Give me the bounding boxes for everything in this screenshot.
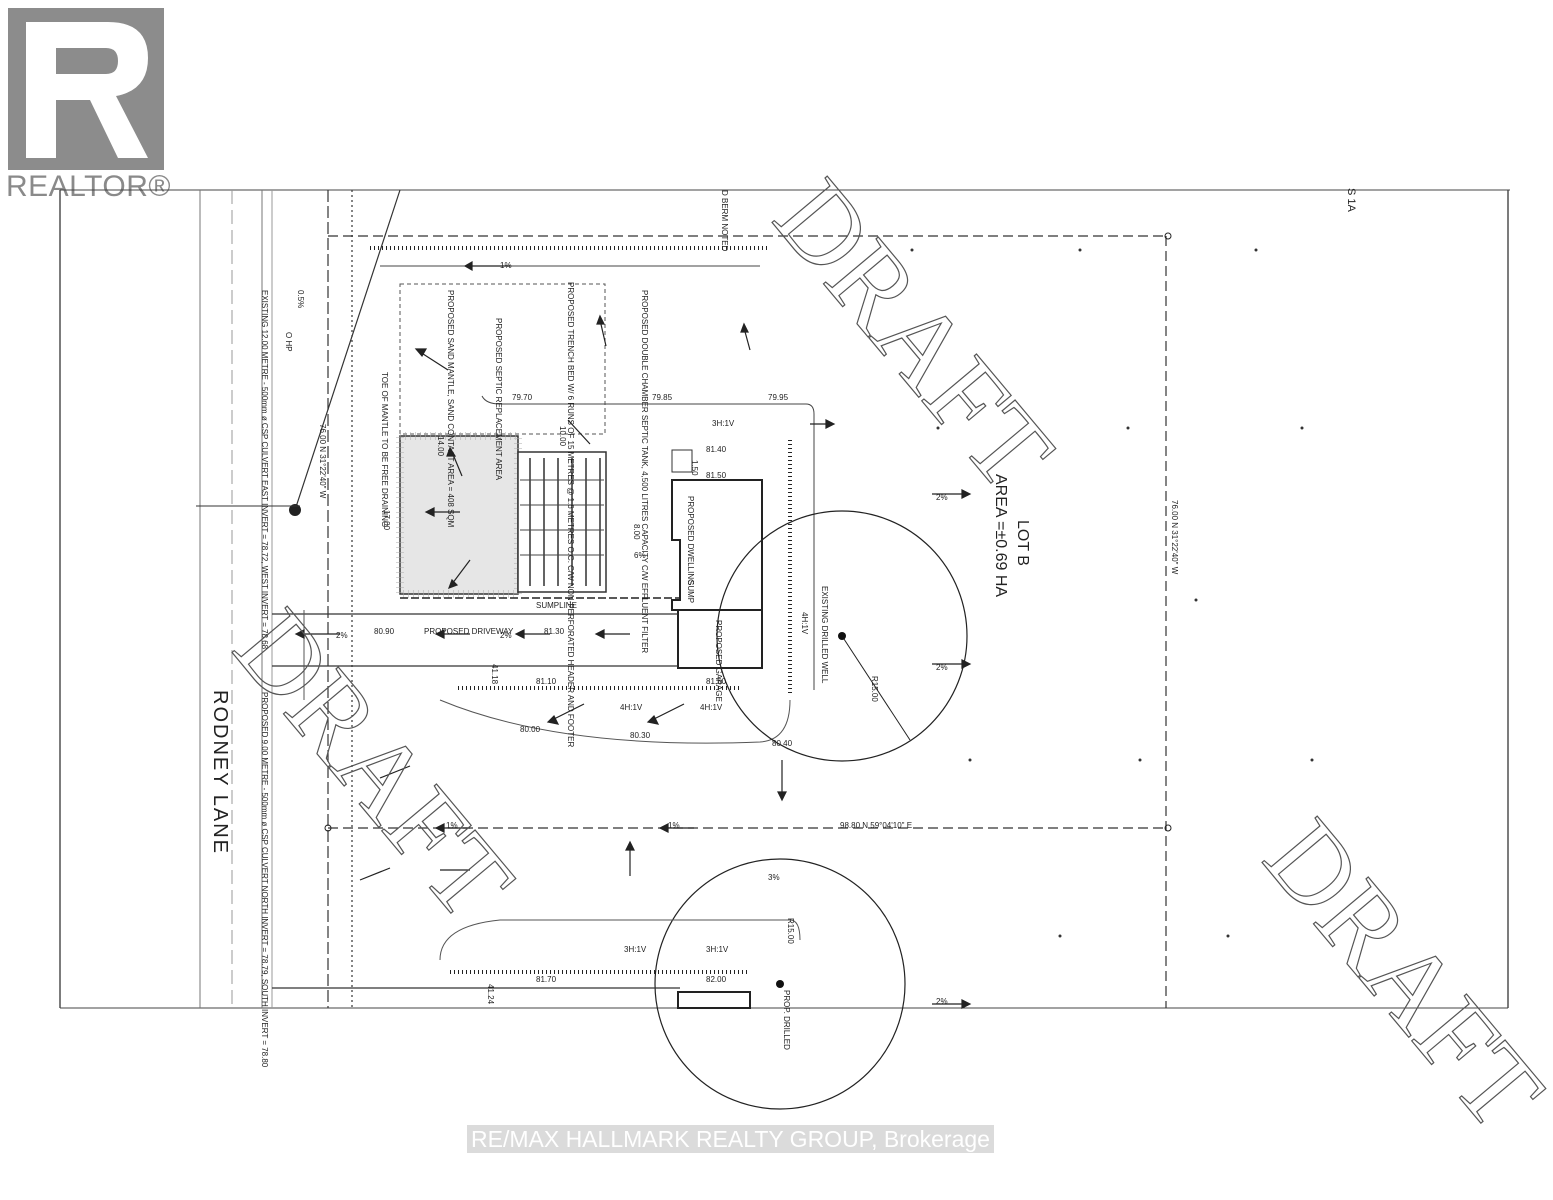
sump-label: SUMP bbox=[686, 580, 695, 603]
slope-1-c: 1% bbox=[500, 261, 512, 270]
driveway-label: PROPOSED DRIVEWAY bbox=[424, 627, 514, 636]
trench-runs bbox=[529, 458, 601, 586]
dwelling-footprint bbox=[671, 479, 763, 611]
dim-14: 14.00 bbox=[436, 436, 445, 457]
dim-1-50: 1.50 bbox=[690, 460, 699, 476]
realtor-logo-text: REALTOR® bbox=[6, 170, 172, 203]
elev-label: 82.00 bbox=[706, 975, 727, 984]
sumpline-label: SUMPLINE bbox=[536, 601, 577, 610]
garage-footprint bbox=[677, 609, 763, 669]
slope-6: 6% bbox=[634, 551, 646, 560]
septic-replacement-area bbox=[399, 283, 606, 435]
elev-label: 81.30 bbox=[544, 627, 565, 636]
draft-watermarks: DRAFT DRAFT DRAFT bbox=[211, 156, 1553, 1152]
elev-label: 79.70 bbox=[512, 393, 533, 402]
elev-label: 81.10 bbox=[536, 677, 557, 686]
slope-2-d: 2% bbox=[500, 631, 512, 640]
south-bearing-label: 98.80 N 59°04'10" E bbox=[840, 821, 912, 830]
corner-markers bbox=[324, 232, 1172, 832]
oh-label: O HP bbox=[284, 332, 293, 352]
berm-label: D BERM NOTED bbox=[720, 190, 729, 252]
elev-label: 81.50 bbox=[706, 471, 727, 480]
proposed-well-marker bbox=[776, 980, 784, 988]
dim-8: 8.00 bbox=[632, 524, 641, 540]
lot-name: LOT B bbox=[1014, 520, 1031, 566]
sand-mantle-label: PROPOSED SAND MANTLE, SAND CONTACT AREA … bbox=[446, 290, 455, 528]
trench-bed-label: PROPOSED TRENCH BED W/ 6 RUNS OF 15 METR… bbox=[566, 282, 575, 747]
elev-label: 81.40 bbox=[706, 445, 727, 454]
toe-mantle-label: TOE OF MANTLE TO BE FREE DRAINING bbox=[380, 372, 389, 527]
ratio-label-2: 4H:1V bbox=[620, 703, 643, 712]
elev-label: 80.30 bbox=[630, 731, 651, 740]
elev-label: 79.95 bbox=[768, 393, 789, 402]
dim-10: 10.00 bbox=[558, 426, 567, 447]
elev-label: 80.00 bbox=[520, 725, 541, 734]
septic-tank bbox=[671, 449, 693, 473]
radius-label-2: R15.00 bbox=[786, 918, 795, 944]
lot-area: AREA =±0.69 HA bbox=[992, 474, 1009, 597]
slope-half-label: 0.5% bbox=[296, 290, 305, 308]
ratio-label-5: 3H:1V bbox=[706, 945, 729, 954]
culvert-existing-label: EXISTING 12.00 METRE - 500mm ø CSP CULVE… bbox=[260, 290, 269, 650]
dim-41-18: 41.18 bbox=[490, 664, 499, 685]
well-radius-circle-2 bbox=[654, 858, 906, 1110]
ratio-label-4: 3H:1V bbox=[624, 945, 647, 954]
top-label: S 1A bbox=[1345, 188, 1357, 213]
west-bearing-label: 76.00 N 31°22'40" W bbox=[318, 424, 327, 499]
well-radius-line bbox=[841, 635, 911, 741]
existing-well-marker bbox=[838, 632, 846, 640]
culvert-marker-north bbox=[289, 504, 301, 516]
dim-17: 17.00 bbox=[382, 510, 391, 531]
slope-1-b: 1% bbox=[668, 821, 680, 830]
septic-tank-label: PROPOSED DOUBLE CHAMBER SEPTIC TANK, 4,5… bbox=[640, 290, 649, 653]
elev-label: 79.85 bbox=[652, 393, 673, 402]
grading-outline bbox=[481, 395, 815, 690]
realtor-logo bbox=[8, 8, 164, 170]
culvert-proposed-label: PROPOSED 9.00 METRE - 500mm ø CSP CULVER… bbox=[260, 692, 269, 1068]
grading-outline-south bbox=[439, 699, 791, 744]
slope-2-b: 2% bbox=[936, 663, 948, 672]
slope-ratio-label: 4H:1V bbox=[800, 612, 809, 635]
ratio-label-1: 3H:1V bbox=[712, 419, 735, 428]
proposed-well-label: PROP. DRILLED bbox=[782, 990, 791, 1050]
dwelling-label: PROPOSED DWELLING bbox=[686, 496, 695, 585]
spot-elevations bbox=[910, 248, 1314, 938]
slope-1-a: 1% bbox=[446, 821, 458, 830]
grading-lower bbox=[439, 919, 801, 961]
draft-watermark-1: DRAFT bbox=[752, 157, 1077, 512]
replacement-area-label: PROPOSED SEPTIC REPLACEMENT AREA bbox=[494, 318, 503, 481]
elev-label: 80.40 bbox=[772, 739, 793, 748]
trench-bed bbox=[517, 451, 607, 593]
ratio-label-3: 4H:1V bbox=[700, 703, 723, 712]
drilled-well-label: EXISTING DRILLED WELL bbox=[820, 586, 829, 684]
dim-41-24: 41.24 bbox=[486, 984, 495, 1005]
slope-2-e: 2% bbox=[936, 997, 948, 1006]
slope-arrows bbox=[294, 260, 972, 1009]
garage-label: PROPOSED GARAGE bbox=[714, 620, 723, 702]
radius-label: R15.00 bbox=[870, 676, 879, 702]
draft-watermark-2: DRAFT bbox=[1242, 797, 1553, 1152]
elev-label: 81.70 bbox=[536, 975, 557, 984]
slope-2-c: 2% bbox=[336, 631, 348, 640]
elev-label: 81.50 bbox=[706, 677, 727, 686]
elev-label: 80.90 bbox=[374, 627, 395, 636]
well-radius-circle bbox=[716, 510, 968, 762]
overhead-line bbox=[294, 189, 401, 511]
slope-2-a: 2% bbox=[936, 493, 948, 502]
slope-3: 3% bbox=[768, 873, 780, 882]
realtor-r-logo-icon bbox=[8, 8, 164, 170]
street-name: RODNEY LANE bbox=[209, 690, 231, 855]
brokerage-watermark: RE/MAX HALLMARK REALTY GROUP, Brokerage bbox=[467, 1125, 994, 1153]
east-bearing-label: 76.00 N 31°22'40" W bbox=[1170, 500, 1179, 575]
